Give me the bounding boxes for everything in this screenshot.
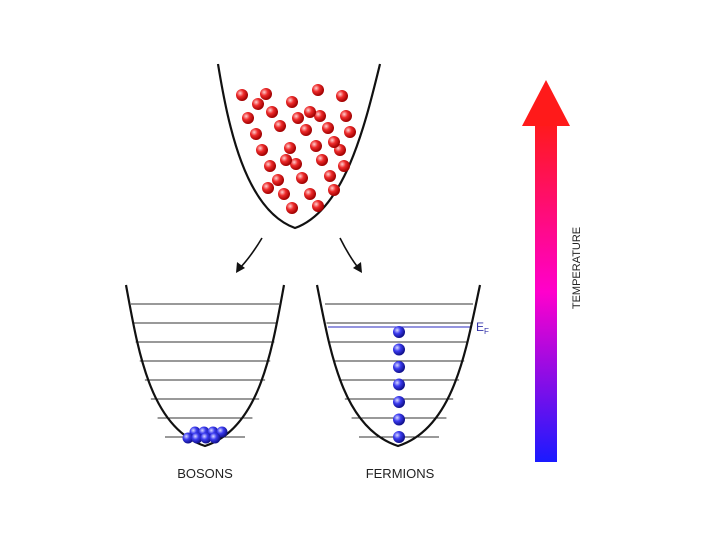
- hot-particle: [278, 188, 290, 200]
- hot-trap: [216, 63, 382, 230]
- hot-particle: [242, 112, 254, 124]
- temperature-label: TEMPERATURE: [571, 227, 583, 309]
- hot-particle: [252, 98, 264, 110]
- hot-particle: [328, 136, 340, 148]
- hot-particle: [304, 106, 316, 118]
- fermion-particle: [393, 326, 405, 338]
- hot-particle: [266, 106, 278, 118]
- hot-particle: [260, 88, 272, 100]
- hot-particle: [316, 154, 328, 166]
- hot-particle: [290, 158, 302, 170]
- hot-particle: [324, 170, 336, 182]
- hot-particle: [344, 126, 356, 138]
- hot-particle: [328, 184, 340, 196]
- hot-particle: [296, 172, 308, 184]
- fermi-level-label: EF: [476, 320, 489, 336]
- hot-particle: [250, 128, 262, 140]
- bosons-label: BOSONS: [177, 466, 233, 481]
- arrow-to-bosons-head: [236, 262, 245, 273]
- hot-particle: [272, 174, 284, 186]
- boson-particle: [191, 432, 203, 444]
- boson-particles: [182, 426, 228, 444]
- hot-particles: [236, 84, 356, 214]
- boson-particle: [182, 432, 194, 444]
- fermion-particles: [393, 326, 405, 443]
- hot-particle: [312, 200, 324, 212]
- hot-particle: [236, 89, 248, 101]
- hot-particle: [286, 202, 298, 214]
- fermions-potential-curve: [315, 284, 482, 448]
- hot-particle: [264, 160, 276, 172]
- hot-particle: [274, 120, 286, 132]
- fermion-particle: [393, 431, 405, 443]
- bosons-trap: BOSONS: [124, 284, 286, 481]
- hot-particle: [322, 122, 334, 134]
- fermion-particle: [393, 361, 405, 373]
- hot-particle: [280, 154, 292, 166]
- hot-particle: [286, 96, 298, 108]
- boson-energy-levels: [131, 303, 279, 438]
- temperature-arrow-head: [522, 80, 570, 126]
- hot-particle: [300, 124, 312, 136]
- split-arrows: [236, 237, 362, 273]
- fermion-particle: [393, 343, 405, 356]
- hot-particle: [340, 110, 352, 122]
- fermion-particle: [393, 396, 405, 408]
- hot-particle: [314, 110, 326, 122]
- bosons-potential-curve: [124, 284, 286, 448]
- hot-particle: [284, 142, 296, 154]
- hot-particle: [310, 140, 322, 152]
- boson-particle: [209, 432, 221, 444]
- fermions-trap: EF FERMIONS: [315, 284, 489, 481]
- temperature-arrow-shaft: [535, 122, 557, 462]
- hot-trap-potential-curve: [216, 63, 382, 230]
- hot-particle: [292, 112, 304, 124]
- hot-particle: [336, 90, 348, 102]
- hot-particle: [304, 188, 316, 200]
- boson-particle: [200, 432, 212, 444]
- hot-particle: [262, 182, 274, 194]
- temperature-arrow: TEMPERATURE: [522, 80, 583, 462]
- hot-particle: [338, 160, 350, 172]
- fermion-particle: [393, 413, 405, 426]
- fermions-label: FERMIONS: [366, 466, 435, 481]
- arrow-to-fermions-head: [353, 262, 362, 273]
- arrow-to-bosons: [237, 237, 263, 271]
- hot-particle: [312, 84, 324, 96]
- fermion-particle: [393, 378, 405, 391]
- hot-particle: [256, 144, 268, 156]
